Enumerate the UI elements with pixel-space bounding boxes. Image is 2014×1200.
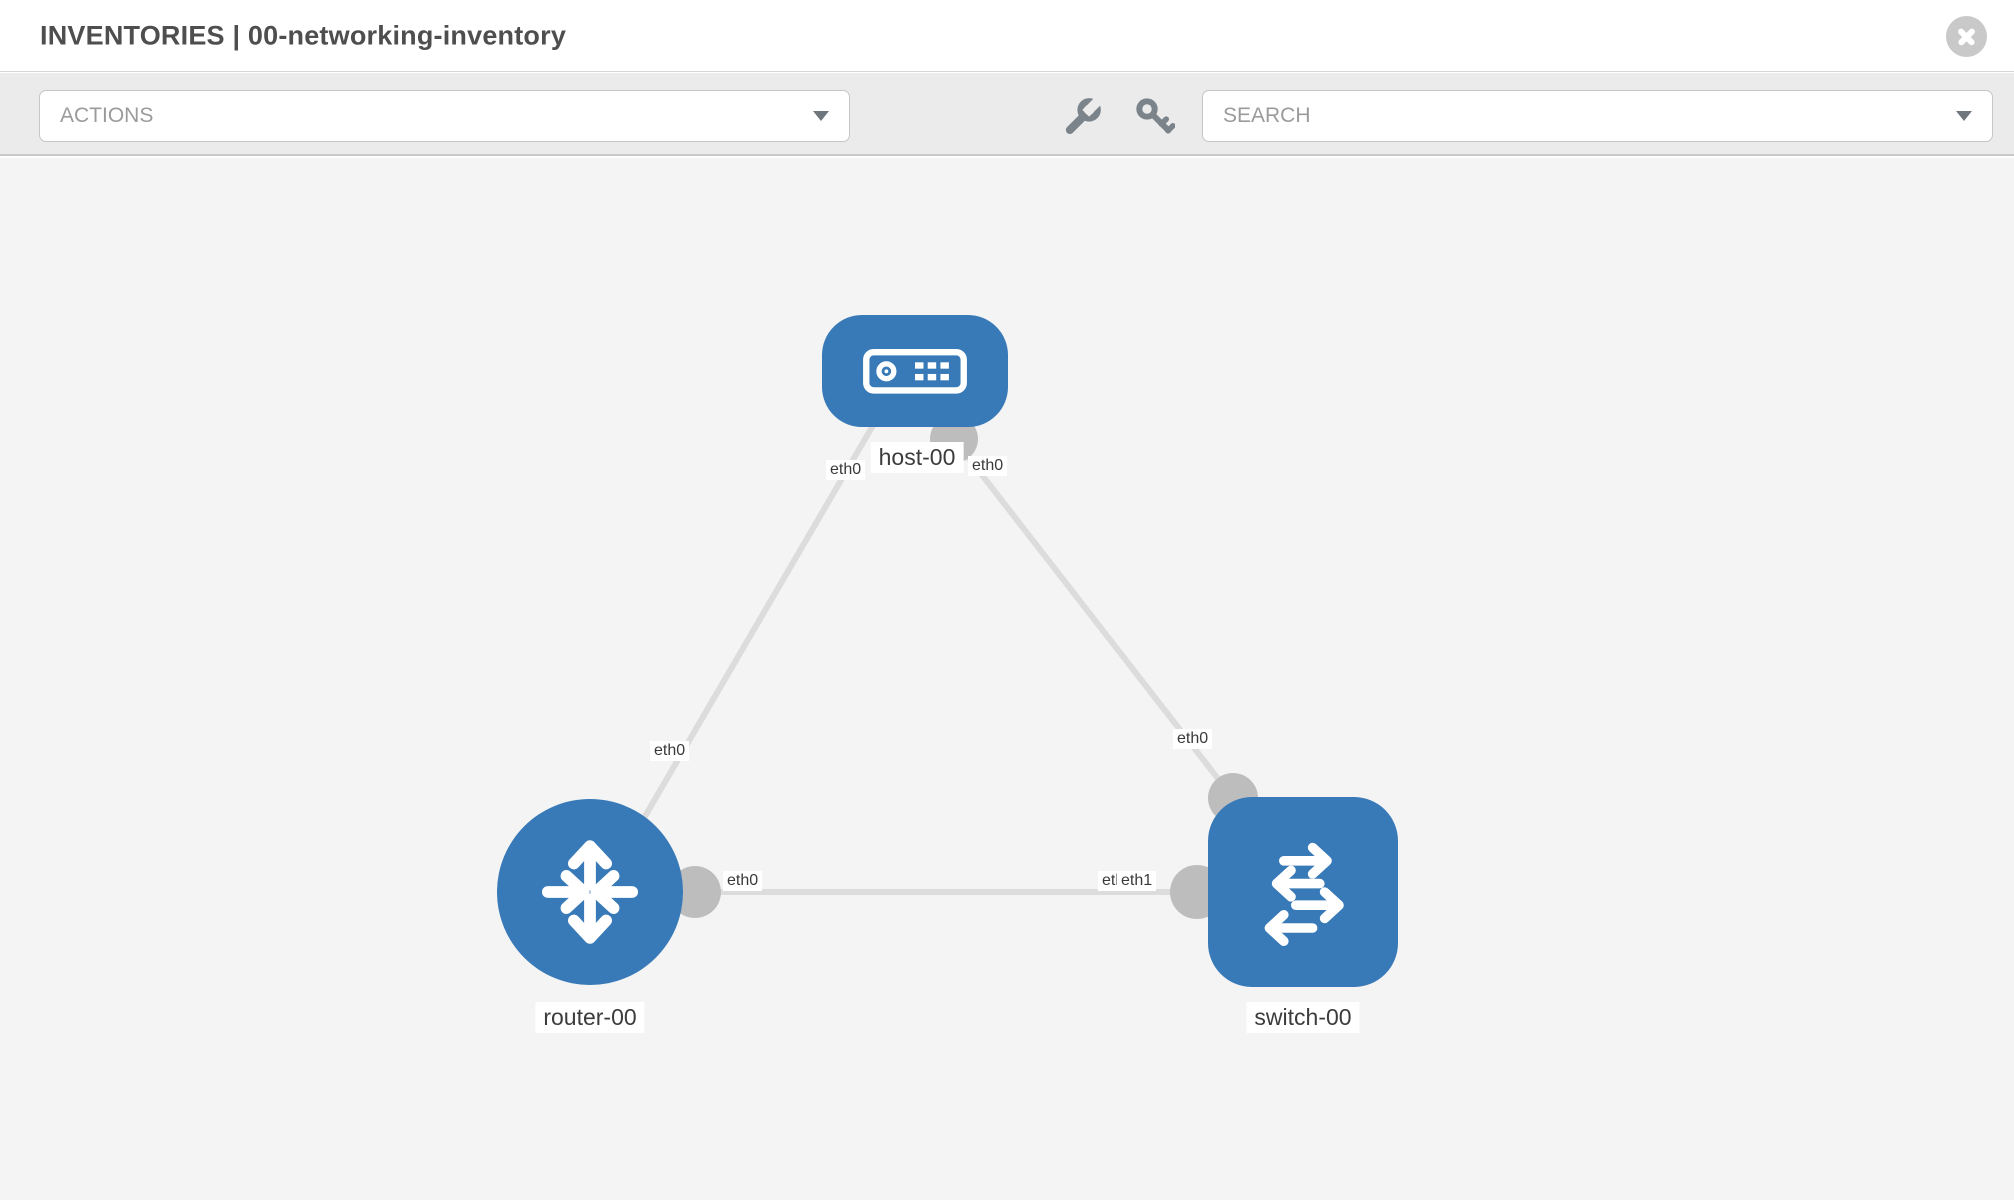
- interface-label: eth0: [968, 456, 1008, 476]
- actions-dropdown[interactable]: ACTIONS: [39, 90, 850, 142]
- chevron-down-icon: [1956, 111, 1972, 121]
- header-bar: INVENTORIES | 00-networking-inventory: [0, 0, 2014, 72]
- node-label-router: router-00: [535, 1002, 645, 1033]
- toolbar: ACTIONS SEARCH: [0, 73, 2014, 156]
- interface-label: eth1: [1117, 871, 1157, 891]
- interface-label: eth0: [650, 741, 690, 761]
- key-icon[interactable]: [1133, 95, 1176, 137]
- interface-label: eth0: [1173, 729, 1213, 749]
- host-server-icon: [863, 348, 967, 394]
- node-label-switch: switch-00: [1246, 1002, 1360, 1033]
- search-dropdown-label: SEARCH: [1223, 104, 1311, 127]
- search-dropdown[interactable]: SEARCH: [1202, 90, 1993, 142]
- actions-dropdown-label: ACTIONS: [60, 104, 154, 127]
- interface-label: eth0: [723, 871, 763, 891]
- node-label-host: host-00: [870, 442, 964, 473]
- interface-label: eth0: [826, 460, 866, 480]
- topology-canvas[interactable]: host-00 router-00 switch-00 eth0 eth0 et…: [0, 158, 2014, 1200]
- router-arrows-icon: [541, 840, 639, 944]
- wrench-icon[interactable]: [1062, 90, 1109, 137]
- page-title: INVENTORIES | 00-networking-inventory: [40, 20, 567, 50]
- switch-arrows-icon: [1264, 842, 1344, 946]
- node-host-00[interactable]: [822, 315, 1008, 427]
- node-switch-00[interactable]: [1208, 797, 1398, 987]
- close-icon[interactable]: [1946, 16, 1987, 57]
- chevron-down-icon: [813, 111, 829, 121]
- topology-links-layer: [634, 408, 1258, 919]
- node-router-00[interactable]: [497, 799, 683, 985]
